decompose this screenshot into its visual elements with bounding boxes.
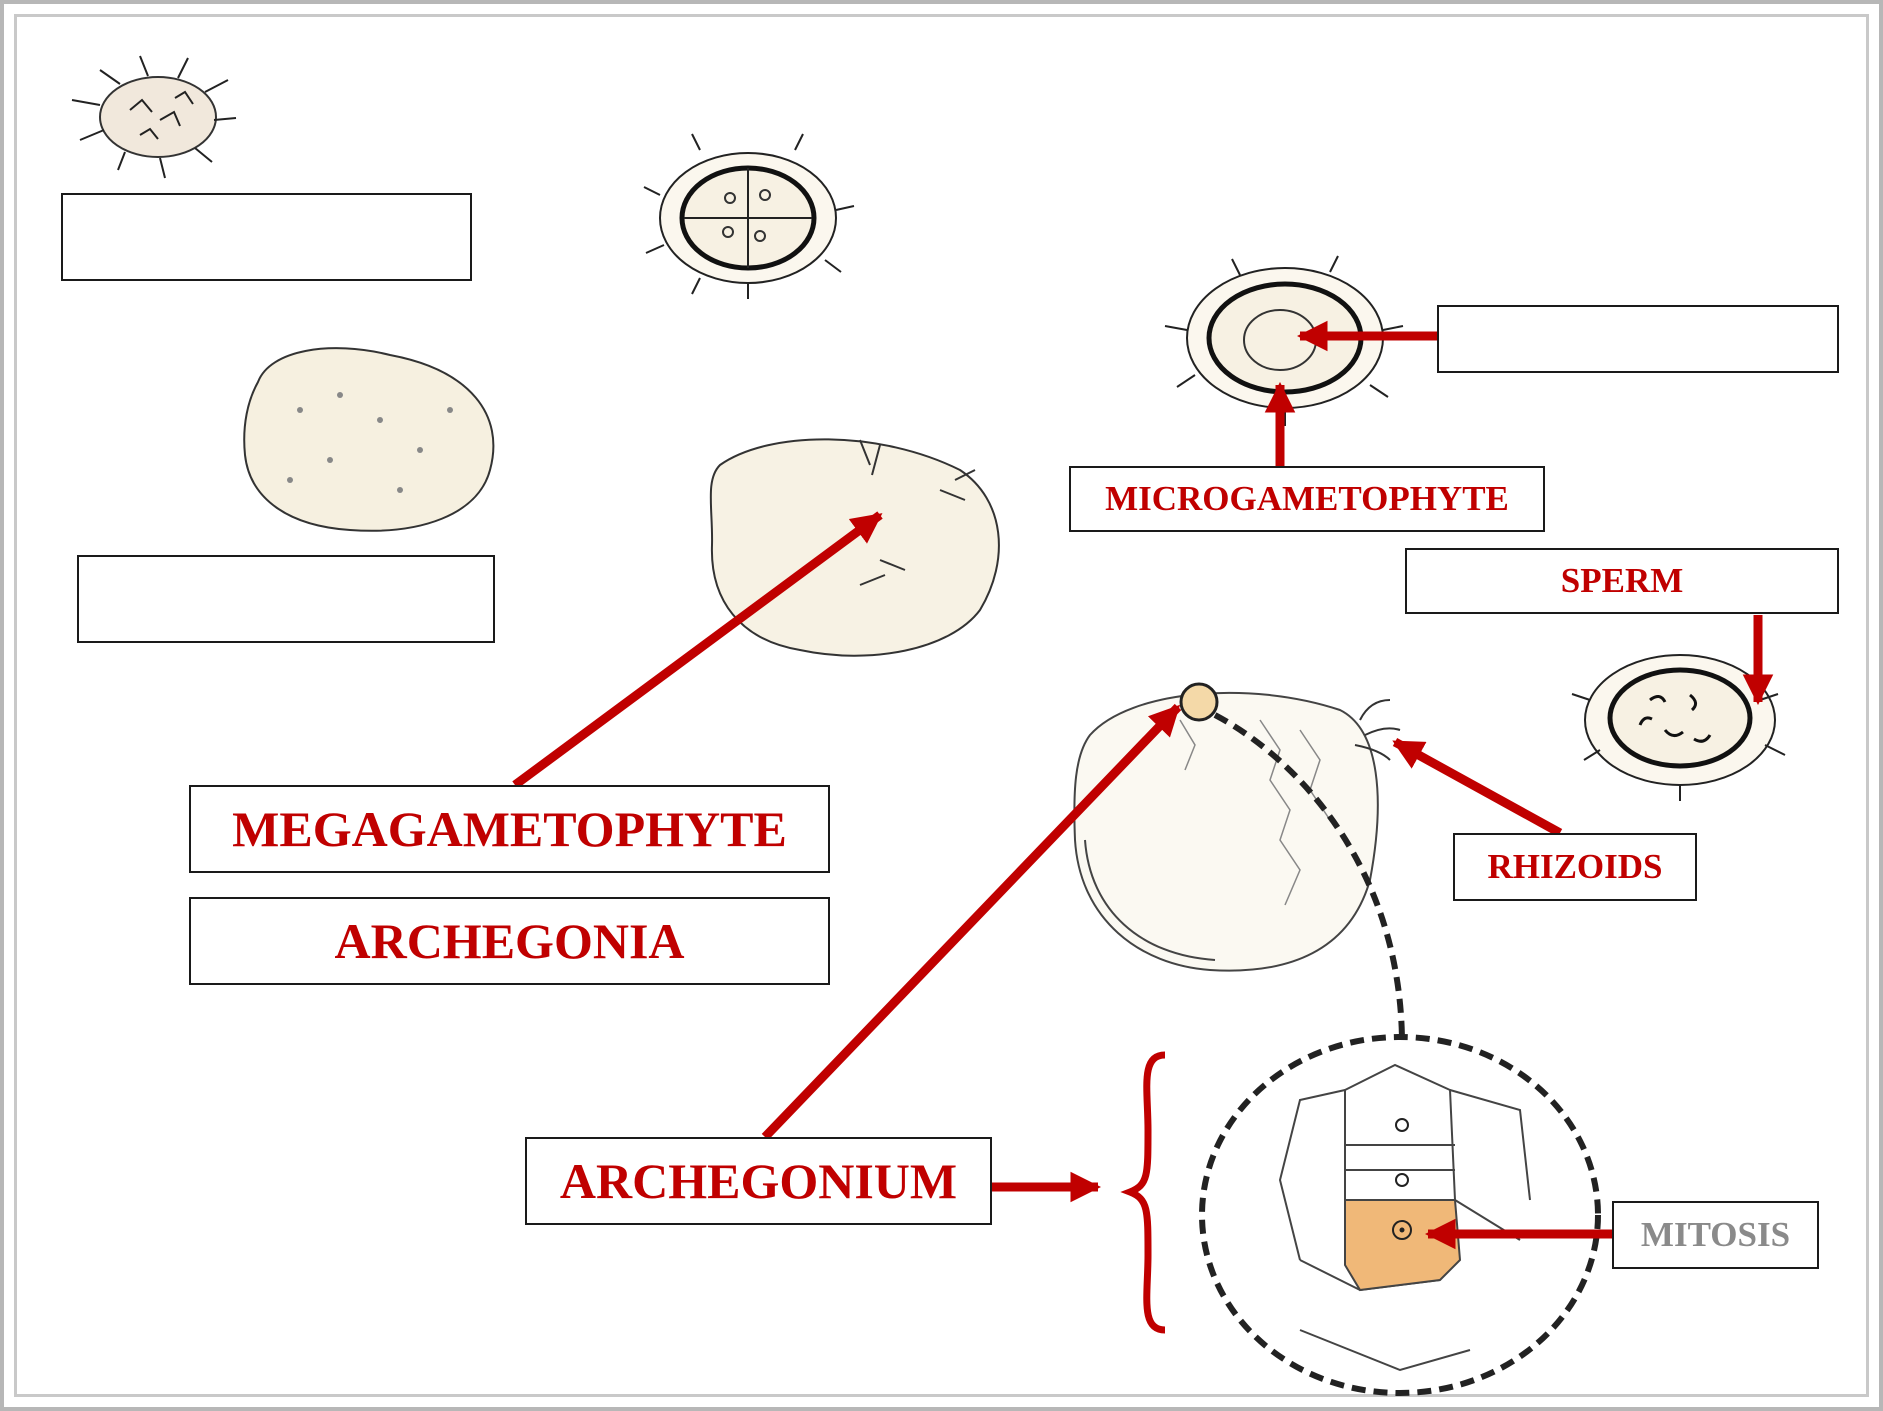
megaspore-illustration <box>244 348 493 531</box>
blank-label-box-3 <box>1437 305 1839 373</box>
archegonium-brace <box>1130 1055 1165 1330</box>
blank-label-box-2 <box>77 555 495 643</box>
rhizoids-arrow <box>1395 742 1560 833</box>
blank-label-box-1 <box>61 193 472 281</box>
archegonia-label: ARCHEGONIA <box>189 897 830 985</box>
sperm-spore-illustration <box>1572 655 1785 801</box>
sperm-label: SPERM <box>1405 548 1839 614</box>
tetrad-spore-illustration <box>644 134 854 299</box>
megagametophyte-illustration <box>711 439 999 655</box>
rhizoids-label: RHIZOIDS <box>1453 833 1697 901</box>
mitosis-label: MITOSIS <box>1612 1201 1819 1269</box>
microgametophyte-label: MICROGAMETOPHYTE <box>1069 466 1545 532</box>
magnified-archegonium-illustration <box>1202 1037 1598 1393</box>
megagametophyte-label: MEGAGAMETOPHYTE <box>189 785 830 873</box>
archegonium-label: ARCHEGONIUM <box>525 1137 992 1225</box>
spiky-spore-illustration <box>72 56 236 178</box>
